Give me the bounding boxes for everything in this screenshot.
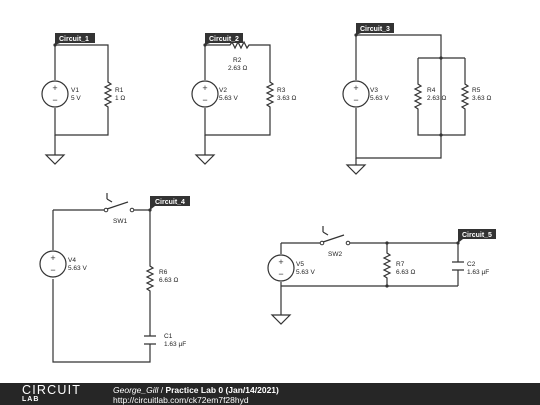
svg-text:+: + [278, 257, 283, 267]
circuit-4: SW1 + − V4 5.63 V R6 6.63 Ω C1 1.63 µF C… [39, 193, 190, 363]
r4-resistor[interactable] [413, 82, 423, 110]
c2-value: 1.63 µF [467, 269, 489, 276]
credit-separator: / [158, 385, 166, 395]
svg-text:−: − [278, 269, 283, 279]
ground-5 [270, 314, 292, 325]
probe-tag-circuit-5[interactable]: Circuit_5 [458, 229, 496, 243]
v4-value: 5.63 V [68, 265, 87, 272]
circuit-3: + − V3 5.63 V R4 2.63 Ω R5 3.63 Ω Circui… [342, 23, 491, 175]
svg-text:−: − [50, 265, 55, 275]
v2-source[interactable]: + − [191, 80, 219, 108]
ground-1 [44, 154, 66, 165]
logo-wordmark-bottom: LAB [22, 396, 40, 403]
r2-resistor[interactable] [228, 40, 250, 50]
svg-text:−: − [52, 95, 57, 105]
footer-credit: George_Gill / Practice Lab 0 (Jan/14/202… [113, 385, 279, 395]
r5-resistor[interactable] [460, 82, 470, 110]
r7-name: R7 [396, 261, 405, 268]
svg-text:−: − [202, 95, 207, 105]
r6-value: 6.63 Ω [159, 277, 178, 284]
circuit-2-label: Circuit_2 [209, 36, 239, 43]
circuit-2: + − V2 5.63 V R2 2.63 Ω R3 3.63 Ω Circui… [191, 33, 296, 165]
r1-name: R1 [115, 87, 124, 94]
circuit-3-label: Circuit_3 [360, 26, 390, 33]
footer-bar: CIRCUIT LAB George_Gill / Practice Lab 0… [0, 383, 540, 405]
v1-name: V1 [71, 87, 79, 94]
circuit-url[interactable]: http://circuitlab.com/ck72em7f28hyd [113, 395, 249, 405]
svg-text:+: + [353, 83, 358, 93]
svg-text:+: + [202, 83, 207, 93]
r7-resistor[interactable] [382, 251, 392, 281]
v5-source[interactable]: + − [267, 254, 295, 282]
circuit-1: + − V1 5 V R1 1 Ω Circuit_1 [41, 33, 125, 165]
probe-tag-circuit-1[interactable]: Circuit_1 [55, 33, 95, 45]
r7-value: 6.63 Ω [396, 269, 415, 276]
v5-value: 5.63 V [296, 269, 315, 276]
circuit-4-label: Circuit_4 [155, 199, 185, 206]
v5-name: V5 [296, 261, 304, 268]
r5-name: R5 [472, 87, 481, 94]
v3-name: V3 [370, 87, 378, 94]
v2-value: 5.63 V [219, 95, 238, 102]
v4-source[interactable]: + − [39, 250, 67, 278]
v3-source[interactable]: + − [342, 80, 370, 108]
sw2-name: SW2 [328, 251, 342, 258]
v4-name: V4 [68, 257, 76, 264]
r2-value: 2.63 Ω [228, 65, 247, 72]
ground-2 [194, 154, 216, 165]
sw1-switch[interactable] [103, 193, 135, 213]
r4-name: R4 [427, 87, 436, 94]
r4-value: 2.63 Ω [427, 95, 446, 102]
r1-resistor[interactable] [103, 80, 113, 110]
author-link[interactable]: George_Gill [113, 385, 159, 395]
probe-tag-circuit-2[interactable]: Circuit_2 [205, 33, 243, 45]
v3-value: 5.63 V [370, 95, 389, 102]
sw2-switch[interactable] [319, 226, 351, 246]
r3-resistor[interactable] [265, 80, 275, 110]
circuit-5: SW2 + − V5 5.63 V R7 6.63 Ω C2 1.63 µF C… [267, 226, 496, 325]
r3-name: R3 [277, 87, 286, 94]
v2-name: V2 [219, 87, 227, 94]
circuit-title: Practice Lab 0 (Jan/14/2021) [165, 385, 279, 395]
sw1-name: SW1 [113, 218, 127, 225]
svg-text:−: − [353, 95, 358, 105]
r1-value: 1 Ω [115, 95, 125, 102]
r2-name: R2 [233, 57, 242, 64]
ground-3 [345, 164, 367, 175]
probe-tag-circuit-4[interactable]: Circuit_4 [150, 196, 190, 210]
c1-name: C1 [164, 333, 173, 340]
c1-value: 1.63 µF [164, 341, 186, 348]
r6-resistor[interactable] [145, 264, 155, 295]
r6-name: R6 [159, 269, 168, 276]
v1-value: 5 V [71, 95, 81, 102]
r5-value: 3.63 Ω [472, 95, 491, 102]
v1-source[interactable]: + − [41, 80, 69, 108]
r3-value: 3.63 Ω [277, 95, 296, 102]
logo-wordmark-top: CIRCUIT [22, 383, 82, 397]
c2-name: C2 [467, 261, 476, 268]
probe-tag-circuit-3[interactable]: Circuit_3 [356, 23, 394, 35]
svg-text:+: + [50, 253, 55, 263]
svg-text:+: + [52, 83, 57, 93]
circuit-1-label: Circuit_1 [59, 36, 89, 43]
circuit-5-label: Circuit_5 [462, 232, 492, 239]
